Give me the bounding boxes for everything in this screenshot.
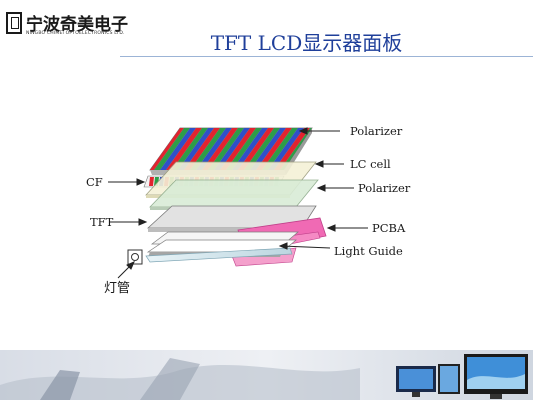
rgb-stripe — [172, 128, 208, 170]
rgb-stripe — [244, 128, 280, 170]
logo-subtext: NINGBO CHIMEI OPTOELECTRONICS LTD. — [26, 31, 125, 36]
rgb-stripe — [220, 128, 256, 170]
rgb-stripe — [184, 128, 220, 170]
logo-text: 宁波奇美电子 — [26, 15, 128, 35]
rgb-stripe — [154, 128, 190, 170]
rgb-stripe — [196, 128, 232, 170]
rgb-stripe — [226, 128, 262, 170]
footer-banner — [0, 350, 533, 400]
rgb-stripe — [160, 128, 196, 170]
rgb-stripe — [238, 128, 274, 170]
rgb-stripe — [166, 128, 202, 170]
rgb-stripe — [232, 128, 268, 170]
rgb-stripe — [262, 128, 298, 170]
label-tft: TFT — [90, 215, 114, 229]
rgb-stripe — [274, 128, 310, 170]
rgb-stripe — [268, 128, 304, 170]
rgb-stripe — [208, 128, 244, 170]
monitor-icon — [438, 364, 460, 394]
cf-block — [149, 177, 154, 186]
rgb-stripe — [190, 128, 226, 170]
label-polarizer-bottom: Polarizer — [358, 181, 411, 195]
bottom-polarizer-layer — [149, 179, 319, 210]
monitor-icon — [464, 354, 528, 399]
label-polarizer-top: Polarizer — [350, 124, 403, 138]
label-light-guide: Light Guide — [334, 244, 403, 258]
title-divider — [120, 56, 533, 57]
logo-icon — [6, 12, 22, 34]
rgb-stripe — [214, 128, 250, 170]
monitor-icon — [396, 366, 436, 397]
rgb-stripe — [250, 128, 286, 170]
label-lc-cell: LC cell — [350, 157, 391, 171]
lamp-tube — [127, 249, 143, 265]
label-cf: CF — [86, 175, 103, 189]
slide-title: TFT LCD显示器面板 — [210, 31, 403, 55]
label-arrows — [108, 127, 368, 279]
rgb-stripe — [202, 128, 238, 170]
label-pcba: PCBA — [372, 221, 406, 235]
label-lamp: 灯管 — [104, 281, 130, 296]
rgb-stripe — [178, 128, 214, 170]
rgb-stripe — [256, 128, 292, 170]
light-guide-layer — [145, 231, 299, 263]
